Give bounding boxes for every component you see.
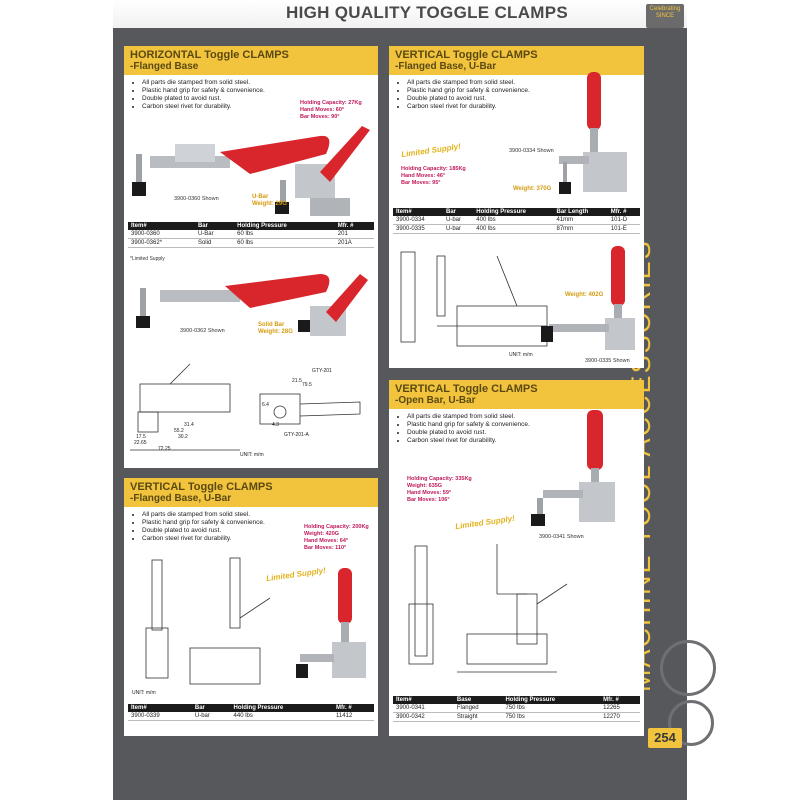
clamp-photo-vertical-long [541, 246, 635, 350]
feature-item: Double plated to avoid rust. [142, 95, 378, 103]
panel-subtitle: -Flanged Base, U-Bar [130, 493, 232, 504]
weight-label: Weight: 402G [565, 292, 604, 298]
technical-drawing [408, 544, 568, 673]
technical-drawing [130, 363, 361, 451]
panel-title: VERTICAL Toggle CLAMPS [395, 49, 538, 61]
drawing-label: 31.4 [184, 422, 194, 428]
panel-subtitle: -Flanged Base, U-Bar [395, 61, 497, 72]
unit-label: UNIT: m/m [509, 352, 533, 358]
clamp-photo-vertical [531, 410, 615, 526]
clamp-photo-vertical [559, 72, 627, 194]
page-number: 254 [648, 728, 682, 748]
feature-list: All parts die stamped from solid steel. … [389, 79, 644, 111]
panel-vertical-flanged-ubar: VERTICAL Toggle CLAMPS -Flanged Base, U-… [389, 46, 644, 368]
panel-title: HORIZONTAL Toggle CLAMPS [130, 49, 289, 61]
feature-item: Carbon steel rivet for durability. [407, 437, 644, 445]
drawing-label: 22.65 [134, 440, 147, 446]
feature-item: Double plated to avoid rust. [407, 429, 644, 437]
feature-item: Carbon steel rivet for durability. [142, 103, 378, 111]
unit-label: UNIT: m/m [240, 452, 264, 458]
technical-drawing [145, 557, 271, 685]
drawing-label: 17.5 [136, 434, 146, 440]
feature-list: All parts die stamped from solid steel. … [389, 413, 644, 445]
gear-icon [668, 700, 714, 746]
feature-item: Plastic hand grip for safety & convenien… [407, 421, 644, 429]
weight-label: Weight: 370G [513, 186, 552, 192]
panel-header: HORIZONTAL Toggle CLAMPS -Flanged Base [124, 46, 378, 75]
gear-icon [660, 640, 716, 696]
photo-caption: 3900-0360 Shown [174, 196, 219, 202]
feature-item: Plastic hand grip for safety & convenien… [407, 87, 644, 95]
feature-item: All parts die stamped from solid steel. [407, 413, 644, 421]
limited-supply-badge: Limited Supply! [454, 513, 516, 532]
footnote: *Limited Supply [130, 256, 165, 262]
feature-item: Double plated to avoid rust. [142, 527, 378, 535]
feature-item: Carbon steel rivet for durability. [407, 103, 644, 111]
panel-vertical-flanged-ubar-2: VERTICAL Toggle CLAMPS -Flanged Base, U-… [124, 478, 378, 736]
header-bar [113, 0, 687, 28]
photo-caption: 3900-0335 Shown [585, 358, 630, 364]
panel-header: VERTICAL Toggle CLAMPS -Flanged Base, U-… [124, 478, 378, 507]
clamp-photo-horizontal [132, 126, 370, 216]
drawing-label: 6.4 [262, 402, 269, 408]
panel-header: VERTICAL Toggle CLAMPS -Open Bar, U-Bar [389, 380, 644, 409]
drawing-label: 4.3 [272, 422, 279, 428]
panel-title: VERTICAL Toggle CLAMPS [395, 383, 538, 395]
drawing-label: 55.2 [174, 428, 184, 434]
panel-subtitle: -Open Bar, U-Bar [395, 395, 476, 406]
drawing-label: 21.5 [292, 378, 302, 384]
feature-item: Carbon steel rivet for durability. [142, 535, 378, 543]
photo-caption: 3900-0362 Shown [180, 328, 225, 334]
feature-item: Plastic hand grip for safety & convenien… [142, 519, 378, 527]
feature-item: All parts die stamped from solid steel. [142, 79, 378, 87]
photo-caption: 3900-0334 Shown [509, 148, 554, 154]
drawing-label: GTY-201-A [284, 432, 309, 438]
feature-item: All parts die stamped from solid steel. [407, 79, 644, 87]
feature-item: Double plated to avoid rust. [407, 95, 644, 103]
drawing-label: GTY-201 [312, 368, 332, 374]
feature-list: All parts die stamped from solid steel. … [124, 79, 378, 111]
feature-list: All parts die stamped from solid steel. … [124, 511, 378, 543]
drawing-label: 72.25 [158, 446, 171, 452]
clamp-photo-vertical [296, 568, 366, 678]
page-title: HIGH QUALITY TOGGLE CLAMPS [286, 3, 569, 22]
unit-label: UNIT: m/m [132, 690, 156, 696]
panel-title: VERTICAL Toggle CLAMPS [130, 481, 273, 493]
panel-horizontal-flanged: HORIZONTAL Toggle CLAMPS -Flanged Base A… [124, 46, 378, 468]
clamp-photo-solid [136, 274, 368, 336]
photo-caption: 3900-0341 Shown [539, 534, 584, 540]
feature-item: All parts die stamped from solid steel. [142, 511, 378, 519]
feature-item: Plastic hand grip for safety & convenien… [142, 87, 378, 95]
panel-vertical-open-bar: VERTICAL Toggle CLAMPS -Open Bar, U-Bar … [389, 380, 644, 736]
panel-subtitle: -Flanged Base [130, 61, 199, 72]
drawing-label: 30.2 [178, 434, 188, 440]
limited-supply-badge: Limited Supply! [400, 141, 462, 160]
panel-header: VERTICAL Toggle CLAMPS -Flanged Base, U-… [389, 46, 644, 75]
drawing-label: 79.5 [302, 382, 312, 388]
